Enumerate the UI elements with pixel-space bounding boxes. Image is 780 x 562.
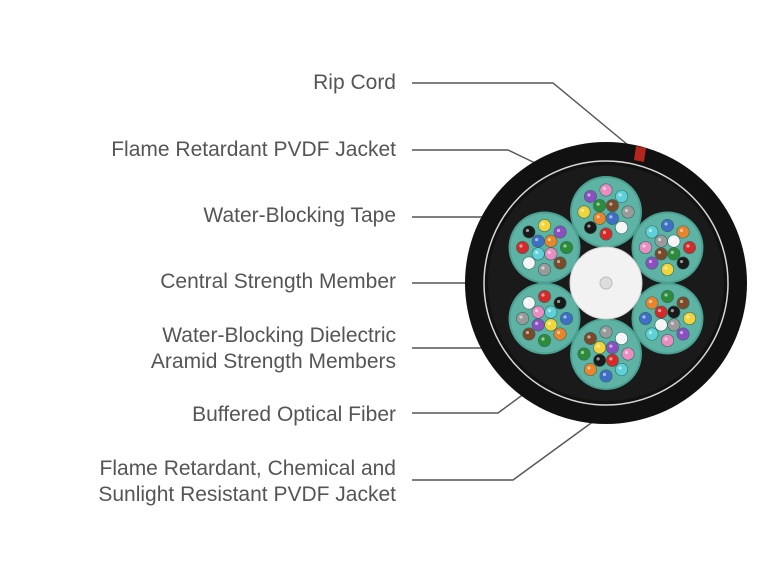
optical-fiber — [531, 247, 545, 261]
leader-line — [412, 417, 599, 481]
optical-fiber — [593, 199, 607, 213]
optical-fiber — [676, 327, 690, 341]
optical-fiber — [593, 341, 607, 355]
optical-fiber — [638, 311, 652, 325]
optical-fiber — [522, 327, 536, 341]
optical-fiber — [544, 234, 558, 248]
optical-fiber — [544, 318, 558, 332]
optical-fiber — [577, 347, 591, 361]
optical-fiber — [560, 241, 574, 255]
optical-fiber — [538, 333, 552, 347]
water-blocking-tape-label: Water-Blocking Tape — [203, 204, 396, 227]
optical-fiber — [577, 205, 591, 219]
optical-fiber — [615, 363, 629, 377]
optical-fiber — [560, 311, 574, 325]
optical-fiber — [615, 221, 629, 235]
outer-jacket-label: Flame Retardant PVDF Jacket — [111, 138, 396, 161]
rip-cord-label: Rip Cord — [313, 71, 396, 94]
optical-fiber — [676, 225, 690, 239]
buffer-tubes — [508, 176, 704, 390]
optical-fiber — [583, 331, 597, 345]
optical-fiber — [544, 305, 558, 319]
optical-fiber — [676, 256, 690, 270]
optical-fiber — [583, 189, 597, 203]
optical-fiber — [605, 199, 619, 213]
optical-fiber — [553, 225, 567, 239]
buffer-tube — [570, 176, 642, 248]
optical-fiber — [516, 241, 530, 255]
buffer-tube — [508, 211, 581, 284]
optical-fiber — [615, 331, 629, 345]
optical-fiber — [645, 296, 659, 310]
optical-fiber — [522, 296, 536, 310]
buffered-optical-fiber-label: Buffered Optical Fiber — [192, 403, 396, 426]
optical-fiber — [538, 262, 552, 276]
optical-fiber — [667, 318, 681, 332]
optical-fiber — [583, 363, 597, 377]
optical-fiber — [676, 296, 690, 310]
buffer-tube — [631, 211, 704, 284]
optical-fiber — [654, 234, 668, 248]
optical-fiber — [599, 183, 613, 197]
optical-fiber — [553, 296, 567, 310]
optical-fiber — [660, 262, 674, 276]
optical-fiber — [660, 219, 674, 233]
optical-fiber — [599, 325, 613, 339]
optical-fiber — [583, 221, 597, 235]
optical-fiber — [667, 247, 681, 261]
optical-fiber — [531, 318, 545, 332]
optical-fiber — [645, 256, 659, 270]
optical-fiber — [605, 211, 619, 225]
optical-fiber — [531, 234, 545, 248]
optical-fiber — [682, 241, 696, 255]
optical-fiber — [645, 327, 659, 341]
optical-fiber — [682, 311, 696, 325]
optical-fiber — [516, 311, 530, 325]
optical-fiber — [538, 289, 552, 303]
rip-cord — [634, 146, 646, 162]
central-strength-member-label: Central Strength Member — [160, 270, 396, 293]
optical-fiber — [553, 256, 567, 270]
leader-line — [412, 82, 635, 151]
optical-fiber — [599, 227, 613, 241]
optical-fiber — [615, 189, 629, 203]
central-strength-member-core — [599, 276, 613, 290]
optical-fiber — [544, 247, 558, 261]
optical-fiber — [593, 353, 607, 367]
optical-fiber — [660, 289, 674, 303]
optical-fiber — [605, 353, 619, 367]
optical-fiber — [645, 225, 659, 239]
optical-fiber — [522, 256, 536, 270]
cable-cross-section — [465, 142, 747, 424]
buffer-tube — [508, 282, 581, 355]
optical-fiber — [553, 327, 567, 341]
optical-fiber — [660, 333, 674, 347]
water-blocking-tape-ring — [483, 160, 729, 406]
optical-fiber — [599, 369, 613, 383]
optical-fiber — [593, 211, 607, 225]
buffer-tube — [631, 282, 704, 355]
optical-fiber — [621, 205, 635, 219]
optical-fiber — [667, 305, 681, 319]
optical-fiber — [605, 341, 619, 355]
optical-fiber — [522, 225, 536, 239]
optical-fiber — [538, 219, 552, 233]
optical-fiber — [531, 305, 545, 319]
optical-fiber — [638, 241, 652, 255]
optical-fiber — [654, 305, 668, 319]
optical-fiber — [621, 347, 635, 361]
buffer-tube — [570, 318, 642, 390]
optical-fiber — [654, 247, 668, 261]
optical-fiber — [667, 234, 681, 248]
optical-fiber — [654, 318, 668, 332]
